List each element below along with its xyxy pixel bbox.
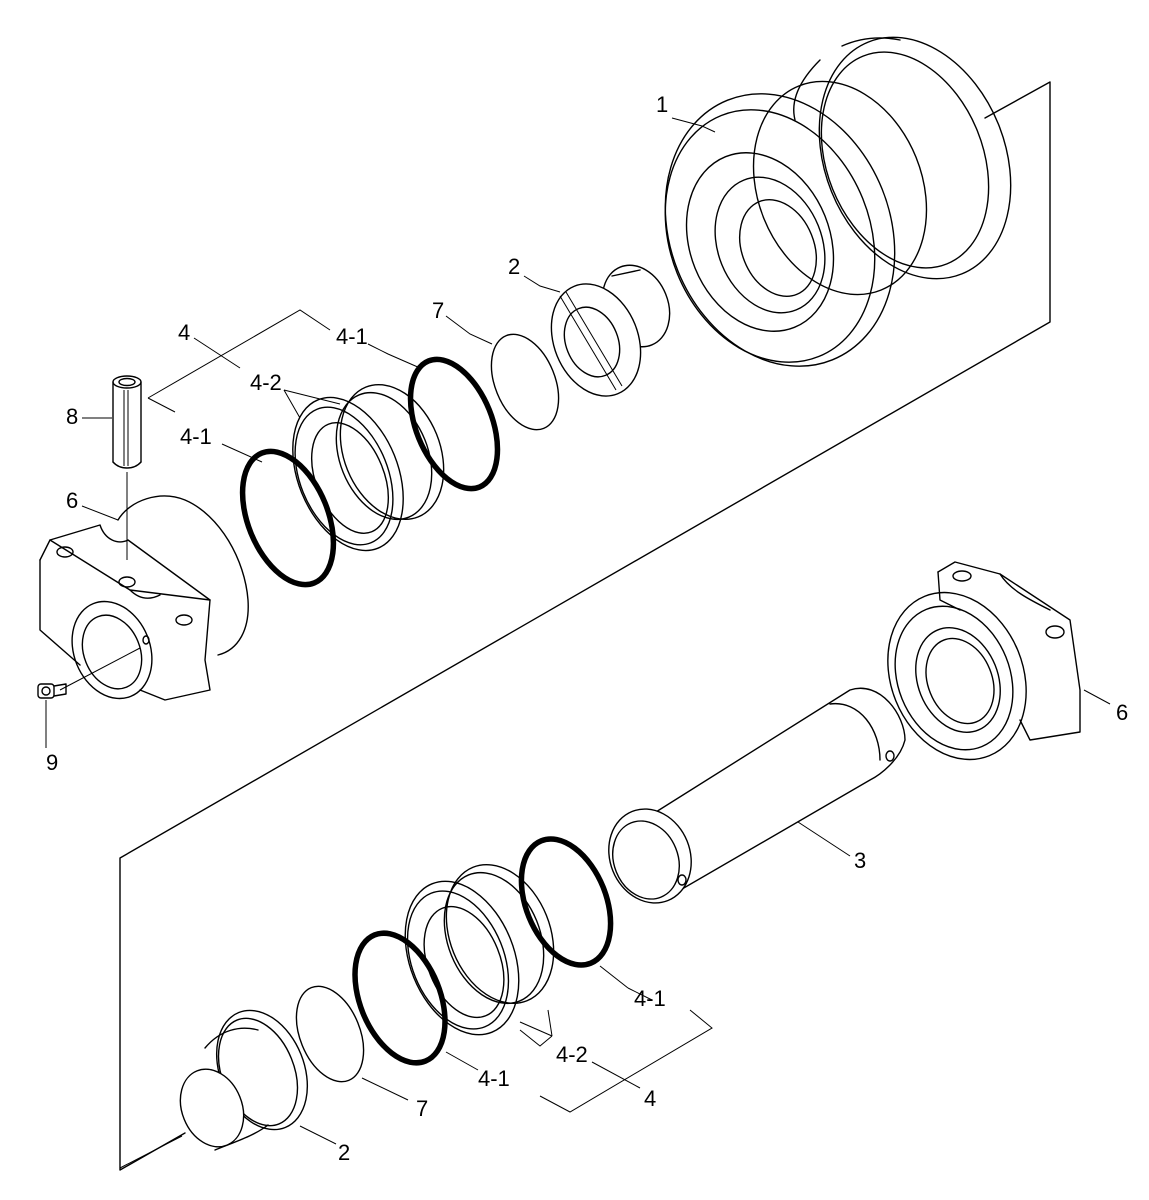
label-roller: 1 (656, 92, 668, 117)
label-seal-assembly-bottom: 4 (644, 1086, 656, 1111)
label-collar-top: 6 (66, 488, 78, 513)
frame-outline (119, 81, 1051, 1171)
part-bushing-top (550, 264, 671, 397)
part-seal-ring-top (292, 383, 445, 552)
part-collar-bottom (887, 561, 1081, 761)
label-seal-ring-bottom: 4-2 (556, 1042, 588, 1067)
label-oring-bottom-upper: 4-1 (634, 986, 666, 1011)
label-oring-small-top: 7 (432, 298, 444, 323)
leader-lines (45, 117, 1111, 1169)
label-shaft: 3 (854, 848, 866, 873)
label-pin: 8 (66, 404, 78, 429)
label-oring-small-bottom: 7 (416, 1096, 428, 1121)
part-oring-top-upper (407, 356, 501, 492)
label-seal-assembly-top: 4 (178, 320, 190, 345)
part-oring-bottom-upper (518, 836, 614, 968)
part-oring-bottom-lower (352, 930, 448, 1066)
label-oring-top-lower: 4-1 (180, 424, 212, 449)
label-bushing-bottom: 2 (338, 1140, 350, 1165)
part-oring-small-top (490, 333, 560, 431)
part-roller (664, 36, 1012, 367)
part-plug (37, 683, 67, 699)
part-seal-ring-bottom (404, 863, 555, 1036)
part-bushing-bottom (179, 1009, 309, 1151)
label-plug: 9 (46, 750, 58, 775)
label-bushing-top: 2 (508, 254, 520, 279)
part-collar-top (39, 495, 249, 701)
callout-labels: 1 2 7 4-1 4 4-2 4-1 8 6 9 6 3 4-1 4-2 4 … (46, 92, 1128, 1165)
part-shaft (608, 687, 906, 904)
part-oring-top-lower (239, 448, 337, 588)
label-oring-top-upper: 4-1 (336, 324, 368, 349)
label-collar-bottom: 6 (1116, 700, 1128, 725)
part-oring-small-bottom (295, 985, 365, 1083)
part-pin (112, 375, 142, 560)
label-seal-ring-top: 4-2 (250, 370, 282, 395)
label-oring-bottom-lower: 4-1 (478, 1066, 510, 1091)
